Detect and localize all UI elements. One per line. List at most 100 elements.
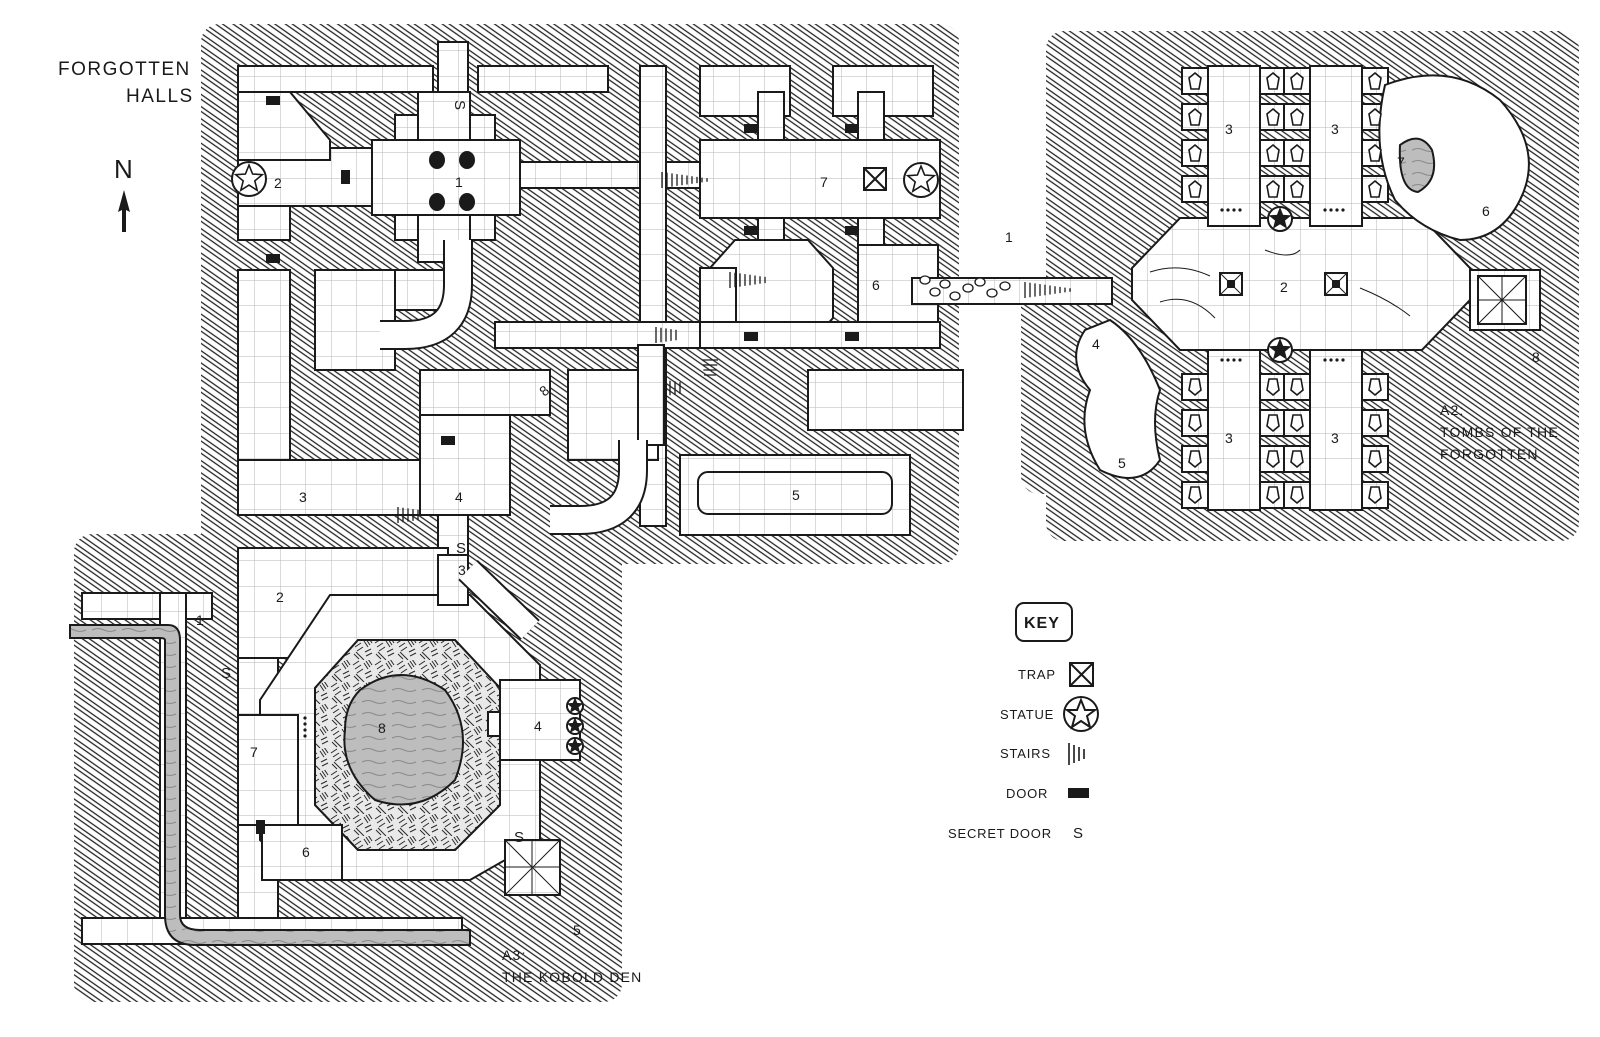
rubble-icon [929, 287, 941, 297]
coffin-icon [1290, 179, 1304, 198]
statue-star [566, 737, 584, 754]
curved-corridor [380, 240, 471, 348]
portcullis-dot [1238, 208, 1242, 212]
door-icon [341, 170, 350, 184]
floor-cracks [1149, 249, 1411, 319]
star-icon [1063, 696, 1099, 732]
tombs-room-numbers: 1 2 3 3 3 3 4 5 6 7 8 [1005, 121, 1540, 471]
pillar-icon [459, 193, 475, 211]
compass-letter: N [114, 154, 134, 184]
coffin-icon [1188, 486, 1202, 505]
double-door-icon [487, 711, 501, 737]
door-icon [1068, 788, 1089, 798]
rubble-icon [974, 277, 986, 287]
door-icon [744, 332, 758, 341]
kobold-room-4: 4 [534, 718, 543, 734]
stairs-icon [1068, 743, 1085, 765]
coffin-icon [1290, 414, 1304, 433]
star-icon [231, 161, 267, 197]
mid-corridor [494, 321, 711, 349]
portcullis-dot [303, 734, 307, 738]
portcullis-dot [1329, 208, 1333, 212]
coffin-icon [1188, 450, 1202, 469]
statue-star [566, 697, 584, 714]
pillar-icon [429, 193, 445, 211]
portcullis-dot [303, 722, 307, 726]
secret-door-symbol: S [1073, 825, 1084, 842]
portcullis-dot [1323, 208, 1327, 212]
door-icon [256, 820, 265, 834]
coffin-icon [1368, 179, 1382, 198]
coffin-icon [1290, 450, 1304, 469]
tombs-col-2 [1309, 65, 1363, 227]
pillar-icon [459, 151, 475, 169]
portcullis-dot [303, 728, 307, 732]
portcullis-dot [1238, 358, 1242, 362]
area-a2-line-1: A2: [1440, 402, 1465, 418]
star-icon [566, 717, 584, 735]
coffin-icon [1290, 107, 1304, 126]
area-a3-line-1: A3: [502, 947, 527, 963]
coffin-icon [1368, 107, 1382, 126]
halls-room-4: 4 [455, 489, 464, 505]
tombs-cave-6-7 [1378, 74, 1530, 242]
portcullis-dot [1323, 358, 1327, 362]
coffin-icon [1266, 414, 1280, 433]
coffin-icon [1188, 107, 1202, 126]
tombs-room-6: 6 [1482, 203, 1491, 219]
trap-icon [1069, 662, 1094, 687]
kobold-pool-8 [343, 674, 464, 806]
tombs-cave-4-5 [1075, 318, 1162, 479]
halls-room-6: 6 [872, 277, 881, 293]
coffin-icon [1368, 71, 1382, 90]
tombs-room-3c: 3 [1225, 430, 1234, 446]
room-7 [699, 139, 941, 219]
rubble-icon [919, 275, 931, 285]
coffin-icon [1188, 143, 1202, 162]
portcullis-dot [1341, 358, 1345, 362]
secret-door-mark: S [514, 829, 525, 846]
pillar-icon [429, 151, 445, 169]
statue-star [905, 163, 937, 194]
area-a2-line-3: FORGOTTEN [1440, 446, 1539, 462]
secret-door-mark: S [456, 540, 467, 557]
star-icon [1267, 206, 1293, 232]
coffin-icon [1290, 143, 1304, 162]
coffin-icon [1290, 378, 1304, 397]
stairs-icon [664, 380, 681, 396]
statue-star [1268, 207, 1292, 229]
halls-room-3: 3 [299, 489, 308, 505]
door-icon [441, 436, 455, 445]
room-7-south [807, 369, 964, 431]
north-hall [237, 65, 434, 93]
coffin-icon [1266, 107, 1280, 126]
key-title: KEY [1024, 615, 1060, 632]
pool-7 [1398, 137, 1436, 194]
kobold-room-7: 7 [250, 744, 259, 760]
coffin-icon [1188, 71, 1202, 90]
coffin-icon [1188, 378, 1202, 397]
room-8-stair [637, 344, 665, 446]
star-icon [903, 162, 939, 198]
rubble-icon [986, 288, 998, 298]
rubble-icon [962, 283, 974, 293]
stairs-icon [397, 507, 419, 523]
room-8-pit-lines [1477, 275, 1527, 325]
halls-room-7: 7 [820, 174, 829, 190]
mid-corridor-east [699, 321, 941, 349]
north-hall-east [477, 65, 609, 93]
kobold-room-1 [81, 592, 213, 620]
room-1-horizontal [371, 139, 521, 216]
tombs-col-3 [1207, 349, 1261, 511]
coffin-icon [1266, 179, 1280, 198]
star-icon [1267, 337, 1293, 363]
portcullis-dot [1335, 358, 1339, 362]
portcullis-dot [1335, 208, 1339, 212]
portcullis-dot [1220, 208, 1224, 212]
tombs-room-5: 5 [1118, 455, 1127, 471]
kobold-room-1: 1 [196, 612, 205, 628]
kobold-room-8: 8 [378, 720, 387, 736]
door-icon [845, 226, 859, 235]
stairs-icon [729, 272, 766, 288]
